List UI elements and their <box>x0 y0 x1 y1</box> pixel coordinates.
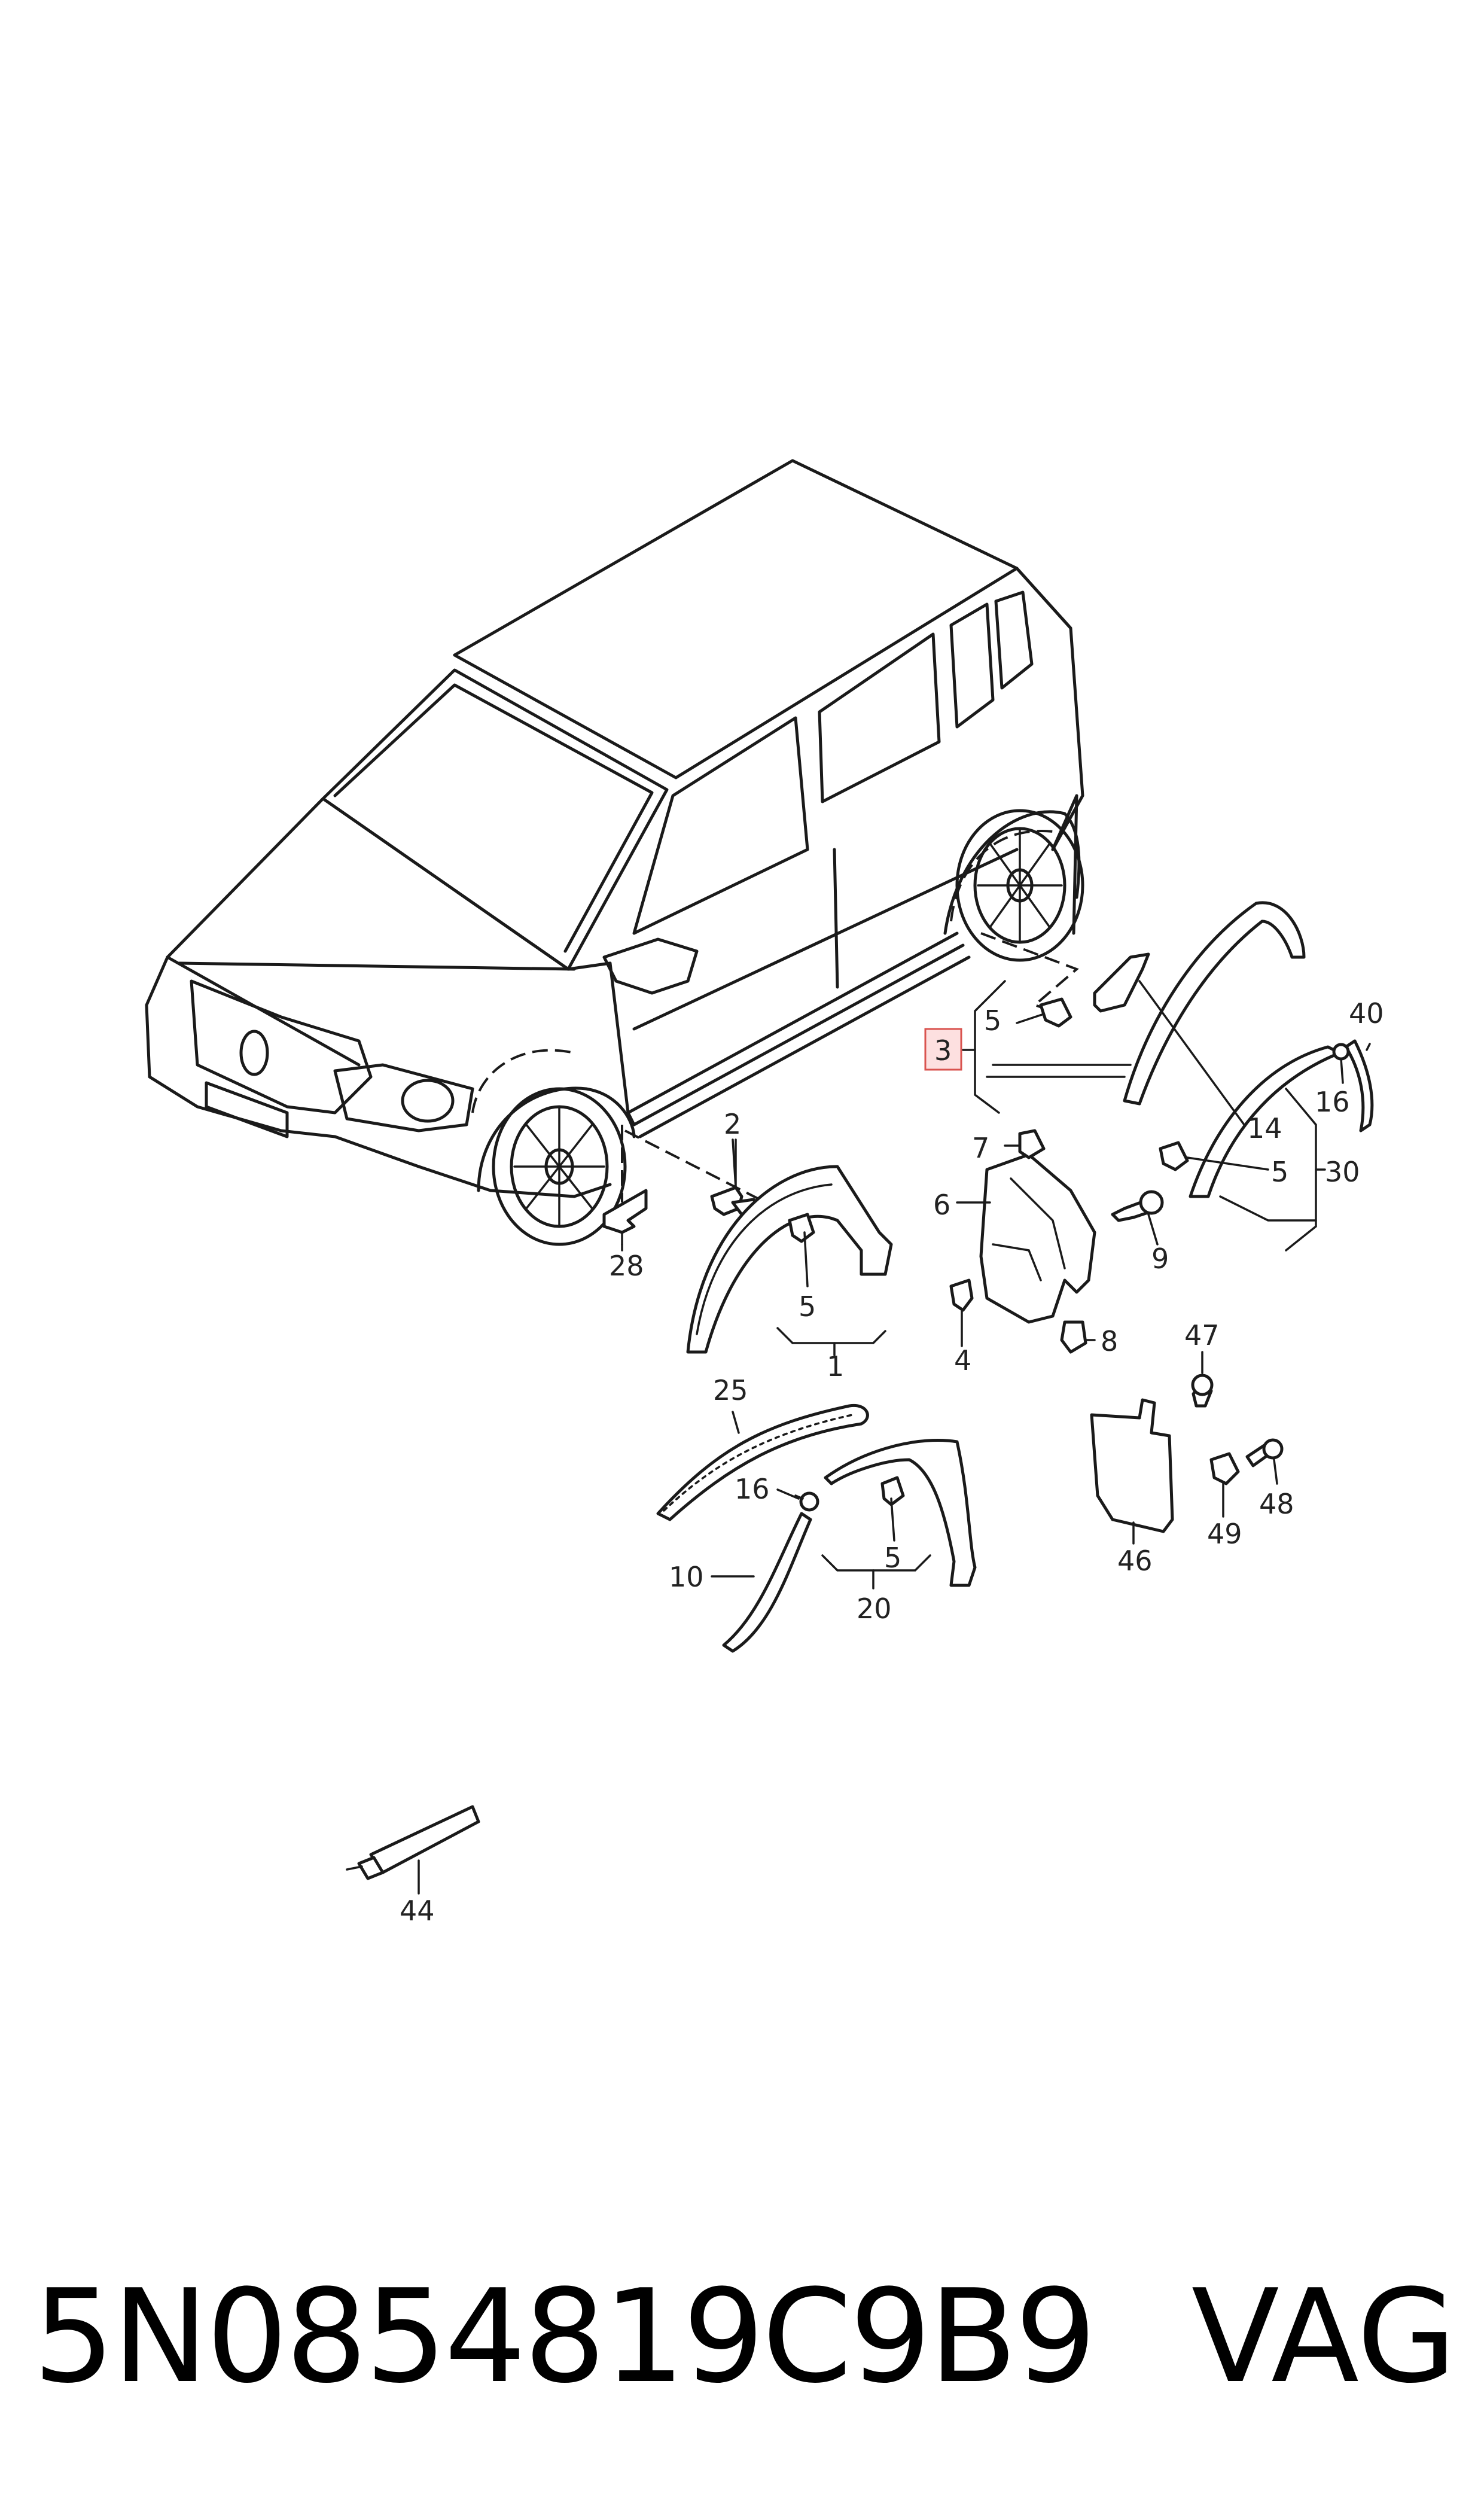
leader-dashed-front <box>621 1125 766 1204</box>
label-30: 30 <box>1325 1156 1360 1188</box>
mudflap-bracket-6 <box>949 1129 1164 1354</box>
clip-16-lower <box>794 1491 819 1512</box>
label-16-lower: 16 <box>735 1473 770 1505</box>
callout-labels: 1 2 3 4 5 5 5 5 6 7 8 9 10 14 16 16 20 2… <box>400 997 1384 1927</box>
label-28: 28 <box>609 1250 644 1282</box>
label-49: 49 <box>1207 1518 1242 1550</box>
label-20: 20 <box>857 1593 892 1625</box>
vehicle-outline <box>145 459 1084 1246</box>
trim-10 <box>722 1512 812 1653</box>
label-5-rear-lower: 5 <box>1271 1156 1288 1188</box>
adhesive-tube-44 <box>346 1805 480 1880</box>
leader-lines <box>418 980 1371 1895</box>
seal-strip-25 <box>656 1403 869 1521</box>
leader-dashed-rear <box>980 932 1079 1018</box>
label-2: 2 <box>724 1108 741 1140</box>
bracket-28 <box>602 1189 648 1246</box>
label-5-front: 5 <box>799 1290 816 1323</box>
label-40: 40 <box>1349 997 1384 1030</box>
label-5-middle: 5 <box>884 1542 901 1574</box>
parts-diagram: 1 2 3 4 5 5 5 5 6 7 8 9 10 14 16 16 20 2… <box>145 459 1384 1927</box>
label-14: 14 <box>1247 1112 1282 1144</box>
rear-wheel-arch-trim-3 <box>1039 901 1306 1106</box>
wheel-arch-trim-20 <box>824 1439 977 1587</box>
label-1: 1 <box>827 1350 844 1383</box>
mudflap-46 <box>1090 1374 1284 1533</box>
label-9: 9 <box>1151 1243 1169 1275</box>
label-47: 47 <box>1184 1319 1220 1351</box>
label-46: 46 <box>1117 1545 1153 1577</box>
label-25: 25 <box>713 1374 748 1406</box>
part-number: 5N0854819C9B9 <box>33 2261 1096 2412</box>
label-44: 44 <box>400 1895 435 1927</box>
label-48: 48 <box>1259 1488 1294 1520</box>
brand-name: VAG <box>1191 2261 1456 2412</box>
label-10: 10 <box>669 1561 704 1593</box>
label-8: 8 <box>1101 1325 1118 1357</box>
label-5-rear-upper: 5 <box>984 1004 1001 1037</box>
label-6: 6 <box>933 1189 950 1221</box>
wheel-arch-trim-30 <box>1159 1039 1374 1198</box>
label-16-upper: 16 <box>1315 1086 1350 1118</box>
label-3: 3 <box>934 1034 952 1067</box>
label-4: 4 <box>954 1344 971 1377</box>
front-wheel-arch-trim-1 <box>686 1165 893 1354</box>
footer: 5N0854819C9B9 VAG <box>33 2261 1456 2417</box>
label-7: 7 <box>972 1132 989 1164</box>
highlight-box-3 <box>924 1028 962 1071</box>
